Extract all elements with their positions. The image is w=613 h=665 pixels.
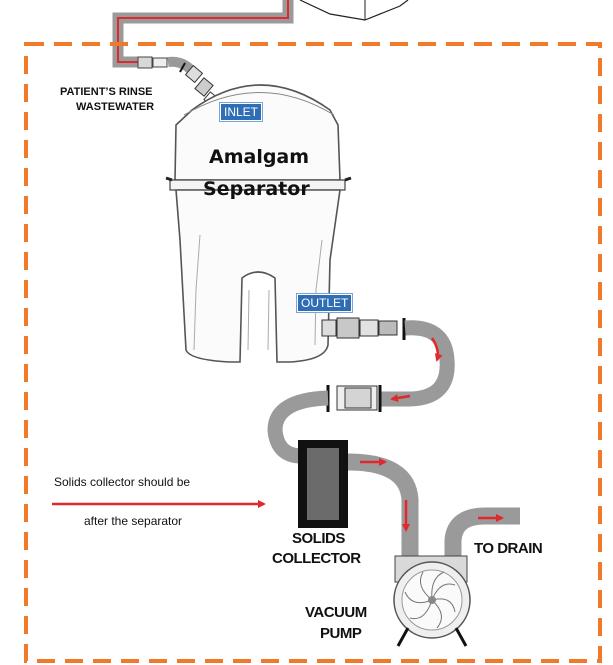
label-amalgam: Amalgam bbox=[209, 146, 310, 168]
label-patient-rinse: PATIENT’S RINSE bbox=[60, 86, 153, 98]
outlet-fittings bbox=[321, 317, 406, 340]
boundary-dashed-border bbox=[24, 42, 602, 663]
label-to-drain: TO DRAIN bbox=[474, 540, 543, 557]
outlet-tag: OUTLET bbox=[297, 294, 353, 312]
label-wastewater: WASTEWATER bbox=[76, 101, 155, 113]
note-line-1: Solids collector should be bbox=[54, 475, 191, 489]
label-separator: Separator bbox=[203, 178, 310, 200]
solids-collector bbox=[298, 440, 348, 528]
label-solids: SOLIDS bbox=[292, 530, 345, 547]
inlet-pipe bbox=[112, 0, 294, 68]
vacuum-pump bbox=[393, 555, 471, 647]
inlet-fittings bbox=[137, 56, 219, 107]
pipe-pump-to-drain bbox=[444, 507, 520, 575]
mid-fittings bbox=[326, 385, 382, 412]
label-collector: COLLECTOR bbox=[272, 550, 361, 567]
amalgam-separator bbox=[165, 84, 352, 363]
label-vacuum: VACUUM bbox=[305, 604, 367, 621]
outlet-pipe-loop bbox=[380, 320, 455, 407]
flow-arrow-2 bbox=[390, 394, 411, 402]
flow-arrow-1 bbox=[430, 337, 443, 362]
inlet-flow-line bbox=[117, 0, 289, 63]
label-pump: PUMP bbox=[320, 625, 362, 642]
note-line-2: after the separator bbox=[84, 514, 183, 528]
inlet-tag: INLET bbox=[220, 103, 263, 121]
pipe-to-collector bbox=[267, 390, 329, 464]
top-box-outline bbox=[299, 0, 409, 21]
